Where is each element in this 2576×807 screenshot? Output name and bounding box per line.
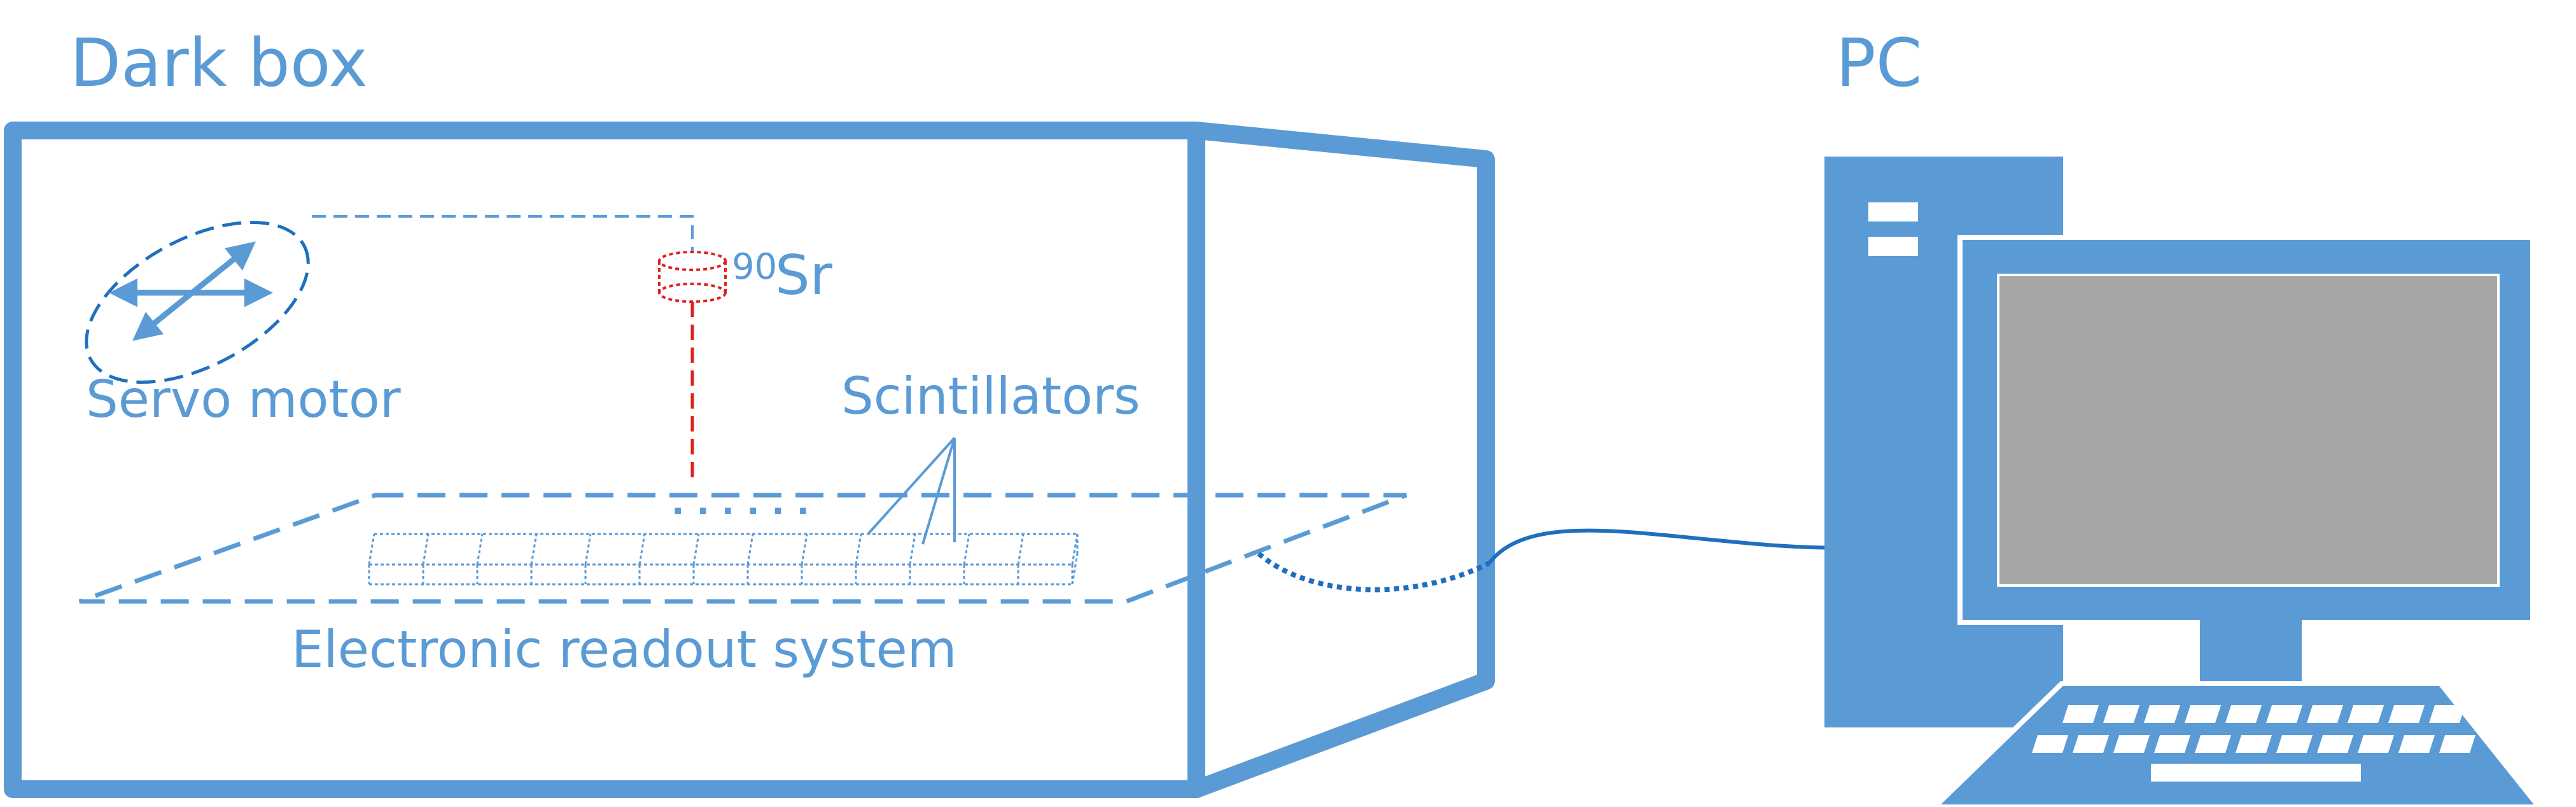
ellipsis-dots: · · · · · · [671, 491, 809, 531]
scintillators-label: Scintillators [841, 367, 1140, 426]
dark-box [4, 122, 1495, 798]
monitor-screen [1997, 274, 2500, 587]
monitor-stand [2200, 620, 2302, 684]
dark-box-title: Dark box [70, 24, 368, 102]
scintillator-array [368, 533, 1079, 586]
readout-board-plane [78, 493, 1408, 604]
servo-link [312, 215, 694, 253]
pc-monitor [1957, 235, 2535, 684]
electronic-readout-label: Electronic readout system [291, 620, 957, 679]
scintillators-pointers [867, 437, 956, 545]
cable-inside-box [1257, 551, 1490, 593]
drive-bay-1 [1868, 202, 1918, 221]
source-element-label: Sr [775, 244, 833, 307]
source-mass-number: 90 [732, 246, 777, 288]
pc-keyboard [1931, 681, 2543, 807]
drive-bay-2 [1868, 237, 1918, 256]
pc-title: PC [1836, 24, 1922, 102]
servo-motor-icon [85, 220, 310, 384]
keyboard-keys [2031, 705, 2476, 782]
source-icon [658, 251, 727, 303]
servo-motor-label: Servo motor [86, 370, 401, 429]
